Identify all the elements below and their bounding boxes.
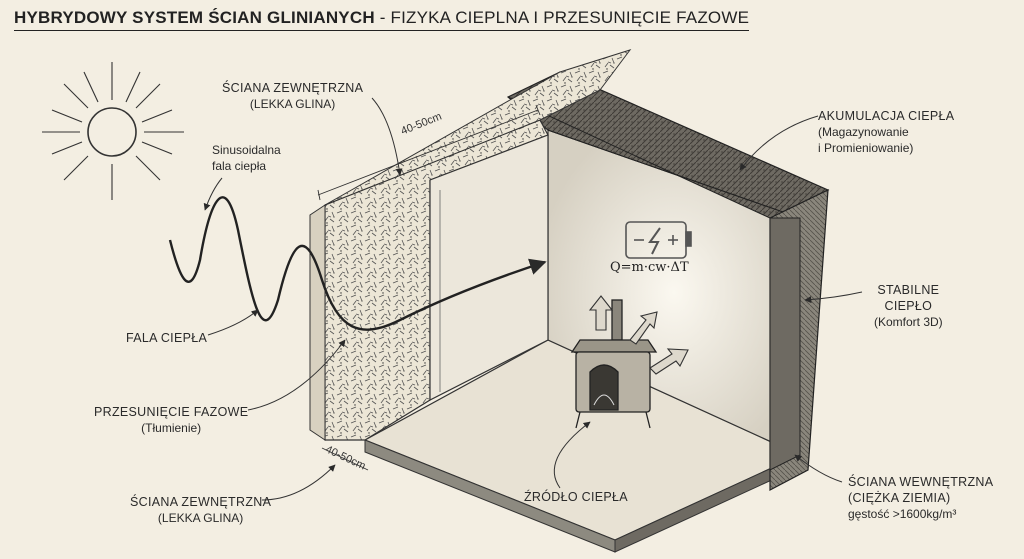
title-dash: - [374,8,391,27]
label-inner-wall-density: gęstość >1600kg/m³ [848,507,957,521]
label-stable-heat-main1: STABILNE [877,283,940,297]
label-heat-storage-sub1: (Magazynowanie [818,125,909,139]
stove-icon [570,299,658,429]
heat-wave-line [168,196,547,331]
label-outer-wall-bottom-main: ŚCIANA ZEWNĘTRZNA [130,495,272,509]
label-heat-storage: AKUMULACJA CIEPŁA (Magazynowanie i Promi… [818,108,954,156]
label-inner-wall-main: ŚCIANA WEWNĘTRZNA [848,475,994,489]
label-sine-wave-sub: fala ciepła [212,159,267,173]
label-stable-heat-main2: CIEPŁO [884,299,933,313]
label-outer-wall-top-sub: (LEKKA GLINA) [249,97,336,111]
label-heat-storage-main: AKUMULACJA CIEPŁA [818,109,955,123]
label-heat-source: ŹRÓDŁO CIEPŁA [524,489,628,505]
label-outer-wall-top-main: ŚCIANA ZEWNĘTRZNA [222,81,364,95]
label-outer-wall-top: ŚCIANA ZEWNĘTRZNA (LEKKA GLINA) [222,80,363,112]
label-phase-shift-sub: (Tłumienie) [141,421,202,435]
label-phase-shift: PRZESUNIĘCIE FAZOWE (Tłumienie) [94,404,248,436]
label-heat-storage-sub2: i Promieniowanie) [818,141,914,155]
label-sine-wave: Sinusoidalna fala ciepła [212,142,281,174]
sun-icon [42,62,184,200]
label-heat-source-main: ŹRÓDŁO CIEPŁA [524,490,628,504]
label-sine-wave-main: Sinusoidalna [212,143,281,157]
title-bold: HYBRYDOWY SYSTEM ŚCIAN GLINIANYCH [14,8,375,27]
label-heat-wave: FALA CIEPŁA [126,330,207,346]
heat-formula: Q=m·cw·ΔT [610,260,689,275]
heat-arrows [588,295,689,375]
label-inner-wall-sub: (CIĘŻKA ZIEMIA) [848,491,951,505]
label-outer-wall-bottom-sub: (LEKKA GLINA) [157,511,244,525]
page-title: HYBRYDOWY SYSTEM ŚCIAN GLINIANYCH - FIZY… [14,8,750,31]
title-rest: FIZYKA CIEPLNA I PRZESUNIĘCIE FAZOWE [390,8,750,27]
label-inner-wall: ŚCIANA WEWNĘTRZNA (CIĘŻKA ZIEMIA) gęstoś… [848,474,993,522]
label-outer-wall-bottom: ŚCIANA ZEWNĘTRZNA (LEKKA GLINA) [130,494,271,526]
outer-wall-top [324,49,632,206]
label-stable-heat: STABILNE CIEPŁO (Komfort 3D) [874,282,943,330]
battery-icon [625,221,692,259]
label-heat-wave-main: FALA CIEPŁA [126,331,208,345]
label-phase-shift-main: PRZESUNIĘCIE FAZOWE [94,405,249,419]
label-stable-heat-sub: (Komfort 3D) [874,315,943,329]
